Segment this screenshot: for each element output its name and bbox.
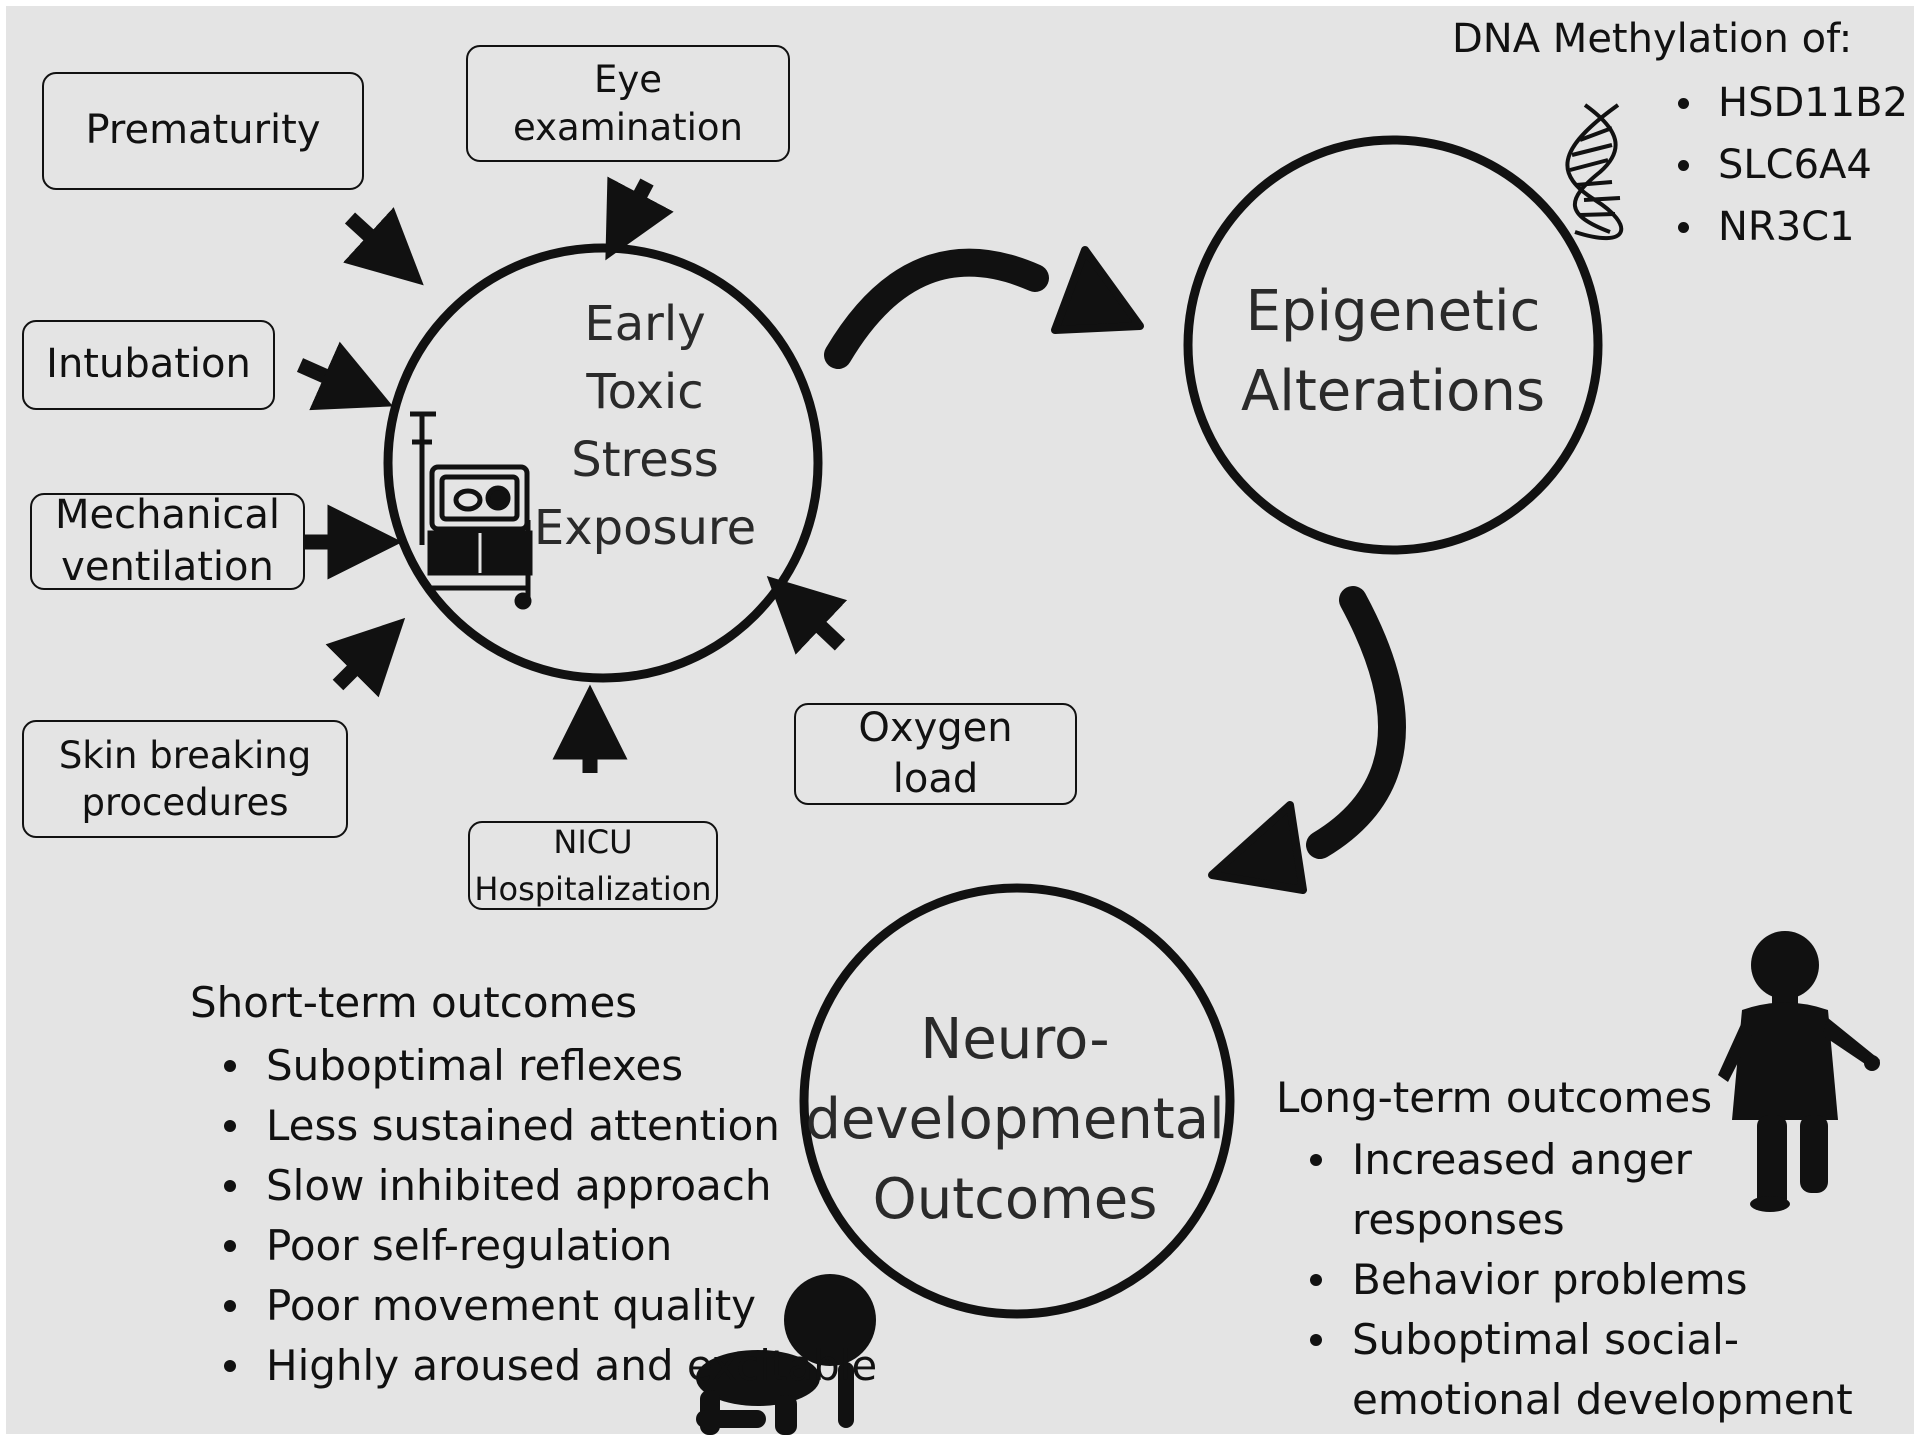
short-term-item: Slow inhibited approach [190, 1156, 877, 1216]
walking-toddler-icon [1718, 931, 1880, 1212]
stress-to-epigenetic-arrow [824, 248, 1049, 369]
long-term-item: Behavior problems [1276, 1250, 1916, 1310]
epigenetic-to-neuro-arrow [1306, 586, 1406, 859]
dna-icon [1565, 103, 1624, 241]
neuro-circle-label: Neuro- developmental Outcomes [805, 1007, 1225, 1232]
neuro-circle [799, 883, 1235, 1319]
gene-list: HSD11B2 SLC6A4 NR3C1 [1662, 72, 1908, 258]
crawling-baby-icon [696, 1274, 876, 1435]
short-term-list: Suboptimal reflexes Less sustained atten… [190, 1036, 877, 1396]
long-term-item: Suboptimal social-emotional development [1276, 1310, 1916, 1430]
short-term-title: Short-term outcomes [190, 978, 638, 1027]
gene-item: HSD11B2 [1662, 72, 1908, 134]
stressor-skin-breaking-procedures: Skin breaking procedures [22, 720, 348, 838]
short-term-item: Poor self-regulation [190, 1216, 877, 1276]
short-term-item: Less sustained attention [190, 1096, 877, 1156]
long-term-list: Increased anger responses Behavior probl… [1276, 1130, 1916, 1430]
oxygen-arrow [766, 575, 848, 655]
stressor-oxygen-load: Oxygen load [794, 703, 1077, 805]
long-term-title: Long-term outcomes [1276, 1073, 1713, 1122]
eye-arrow [605, 176, 674, 261]
short-term-item: Poor movement quality [190, 1276, 877, 1336]
stress-circle [383, 243, 823, 683]
gene-item: SLC6A4 [1662, 134, 1908, 196]
gene-item: NR3C1 [1662, 196, 1908, 258]
incubator-icon [410, 411, 533, 610]
stressor-mechanical-ventilation: Mechanical ventilation [30, 492, 305, 590]
stressor-prematurity: Prematurity [42, 72, 364, 190]
stress-circle-label: Early Toxic Stress Exposure [533, 296, 757, 556]
short-term-item: Highly aroused and excitable [190, 1336, 877, 1396]
intubation-arrow [296, 341, 393, 411]
long-term-item: Increased anger responses [1276, 1130, 1916, 1250]
epigenetic-circle [1183, 135, 1603, 555]
stressor-intubation: Intubation [22, 320, 275, 410]
stressor-eye-examination: Eye examination [466, 45, 790, 162]
dna-methylation-title: DNA Methylation of: [1452, 16, 1853, 62]
short-term-item: Suboptimal reflexes [190, 1036, 877, 1096]
prematurity-arrow [343, 207, 424, 286]
stressor-nicu-hospitalization: NICU Hospitalization [468, 821, 718, 910]
epigenetic-circle-label: Epigenetic Alterations [1240, 279, 1546, 424]
skin-arrow [325, 617, 406, 698]
